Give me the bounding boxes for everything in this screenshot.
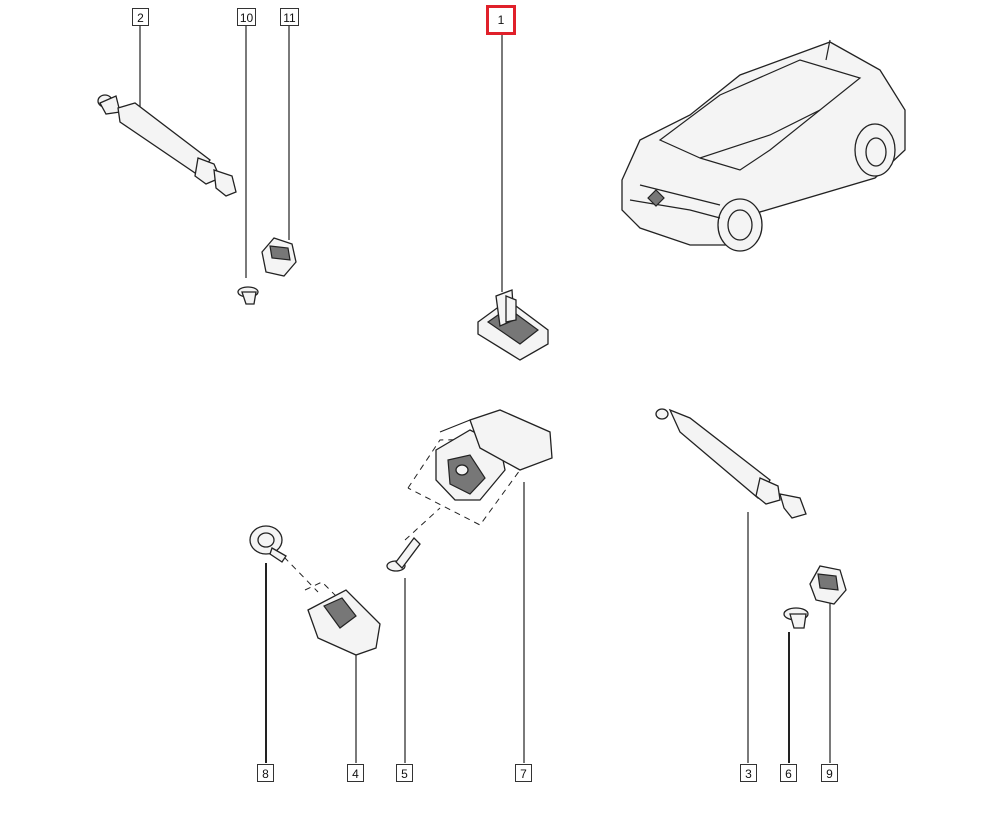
gas-strut-right[interactable]	[655, 408, 807, 519]
clip-10[interactable]	[237, 286, 259, 305]
striker-4[interactable]	[307, 589, 381, 656]
callout-8[interactable]: 8	[257, 764, 274, 782]
gas-strut-left[interactable]	[97, 94, 237, 197]
callout-1[interactable]: 1	[486, 5, 516, 35]
tailgate-switch[interactable]	[477, 289, 549, 361]
callout-2[interactable]: 2	[132, 8, 149, 26]
callout-9[interactable]: 9	[821, 764, 838, 782]
tailgate-lock[interactable]	[435, 409, 553, 501]
callout-6[interactable]: 6	[780, 764, 797, 782]
callout-4[interactable]: 4	[347, 764, 364, 782]
connector-11[interactable]	[261, 237, 297, 277]
leader-lines	[139, 26, 831, 763]
clip-6[interactable]	[783, 607, 809, 629]
callout-7[interactable]: 7	[515, 764, 532, 782]
callout-10[interactable]: 10	[237, 8, 256, 26]
callout-3[interactable]: 3	[740, 764, 757, 782]
connector-9[interactable]	[809, 565, 847, 605]
callout-11[interactable]: 11	[280, 8, 299, 26]
callout-5[interactable]: 5	[396, 764, 413, 782]
bolt-8[interactable]	[249, 525, 287, 563]
screw-5[interactable]	[386, 537, 421, 572]
vehicle-outline	[621, 39, 906, 252]
